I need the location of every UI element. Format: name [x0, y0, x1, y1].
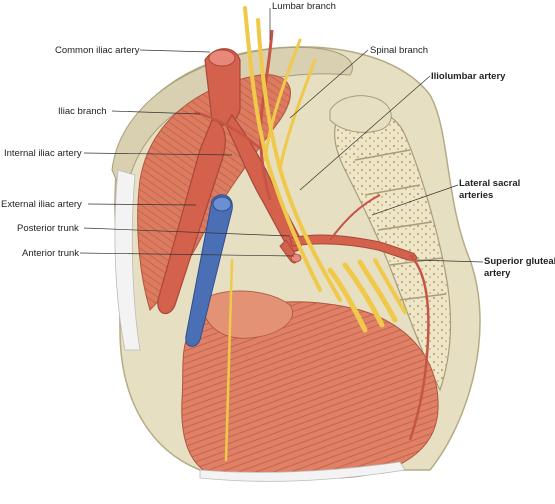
anterior-trunk-lumen	[290, 253, 302, 263]
label-external-iliac-artery: External iliac artery	[1, 199, 82, 210]
leader-lines	[79, 8, 484, 263]
label-lateral-sacral-line1: Lateral sacral	[459, 178, 521, 189]
internal-iliac-artery	[225, 113, 302, 252]
label-lumbar-branch: Lumbar branch	[272, 1, 336, 12]
sacral-segments	[354, 149, 447, 301]
label-posterior-trunk: Posterior trunk	[17, 223, 79, 234]
iliolumbar-artery-vessel	[258, 29, 274, 201]
label-spinal-branch: Spinal branch	[370, 45, 429, 56]
label-iliolumbar-artery: Iliolumbar artery	[431, 71, 506, 82]
label-superior-gluteal-line1: Superior gluteal	[484, 256, 555, 267]
gluteal-muscle	[181, 301, 439, 479]
nerves	[224, 6, 407, 462]
external-iliac-artery	[157, 119, 226, 314]
posterior-trunk-vessel	[289, 234, 417, 261]
iliac-branch-vessel	[194, 110, 263, 151]
vein-lumen	[212, 196, 232, 212]
external-iliac-vein	[185, 194, 233, 347]
superior-gluteal-vessel	[408, 254, 430, 441]
obturator-muscle	[199, 290, 293, 339]
lateral-sacral-vessel	[329, 194, 381, 241]
label-lateral-sacral-line2: arteries	[459, 190, 494, 201]
label-common-iliac-artery: Common iliac artery	[55, 45, 140, 56]
ligament-bottom	[199, 461, 406, 482]
lumbar-vertebra	[329, 95, 392, 133]
iliac-crest	[111, 46, 353, 202]
label-anterior-trunk: Anterior trunk	[22, 248, 80, 259]
common-iliac-lumen	[208, 49, 236, 67]
label-internal-iliac-artery: Internal iliac artery	[4, 148, 82, 159]
label-superior-gluteal-line2: artery	[484, 268, 511, 279]
ligament-left	[114, 169, 141, 351]
label-iliac-branch: Iliac branch	[58, 106, 107, 117]
